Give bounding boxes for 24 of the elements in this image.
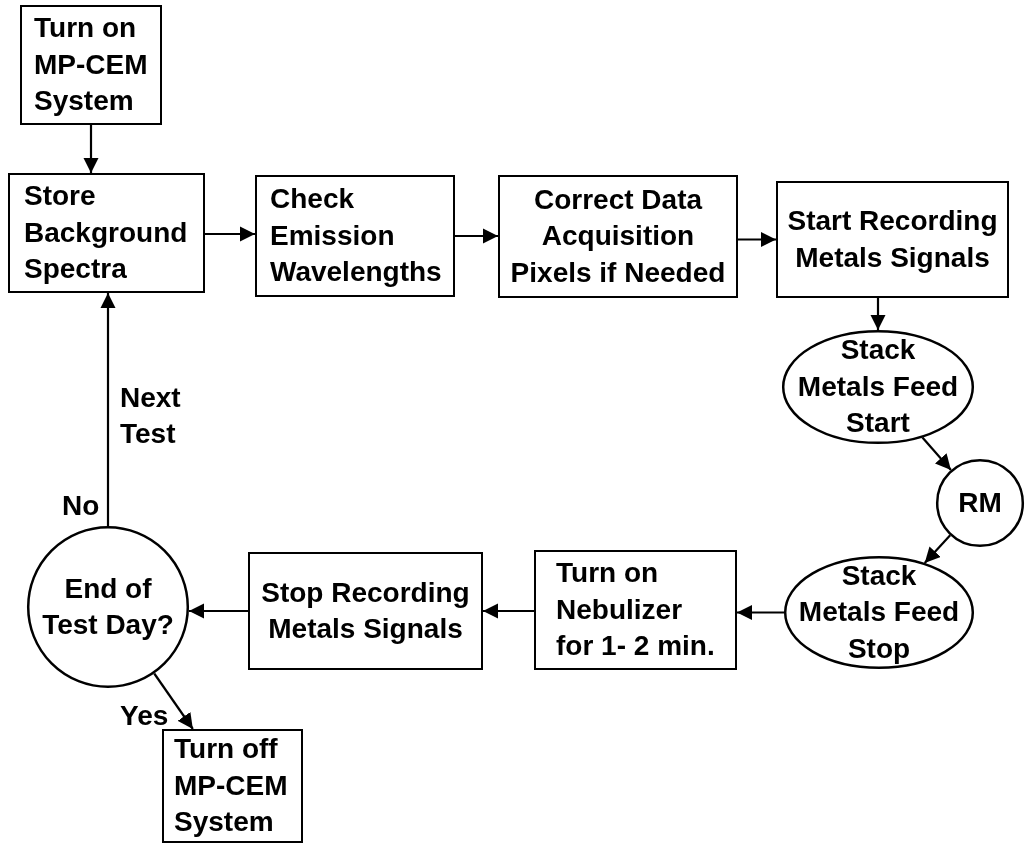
arrow [738, 231, 776, 248]
process-box: Turn on MP-CEM System [20, 5, 162, 125]
arrow [483, 603, 534, 619]
arrow [737, 604, 784, 621]
process-box: Correct Data Acquisition Pixels if Needed [498, 175, 738, 298]
process-box: Turn on Nebulizer for 1- 2 min. [534, 550, 737, 670]
arrow [100, 293, 116, 526]
arrow [921, 436, 952, 471]
process-box: Stop Recording Metals Signals [248, 552, 483, 670]
arrow [188, 603, 248, 619]
arrow [205, 226, 255, 242]
process-box: Turn off MP-CEM System [162, 729, 303, 843]
arrow [83, 125, 99, 173]
arrow [153, 672, 194, 730]
process-box: Check Emission Wavelengths [255, 175, 455, 297]
decision-circle: End of Test Day? [27, 526, 189, 688]
event-ellipse: Stack Metals Feed Start [782, 330, 974, 444]
process-box: Start Recording Metals Signals [776, 181, 1009, 298]
arrow [870, 298, 886, 330]
process-box: Store Background Spectra [8, 173, 205, 293]
arrow [455, 228, 498, 244]
rm-circle: RM [936, 459, 1024, 547]
arrow [923, 534, 951, 564]
event-ellipse: Stack Metals Feed Stop [784, 556, 974, 669]
